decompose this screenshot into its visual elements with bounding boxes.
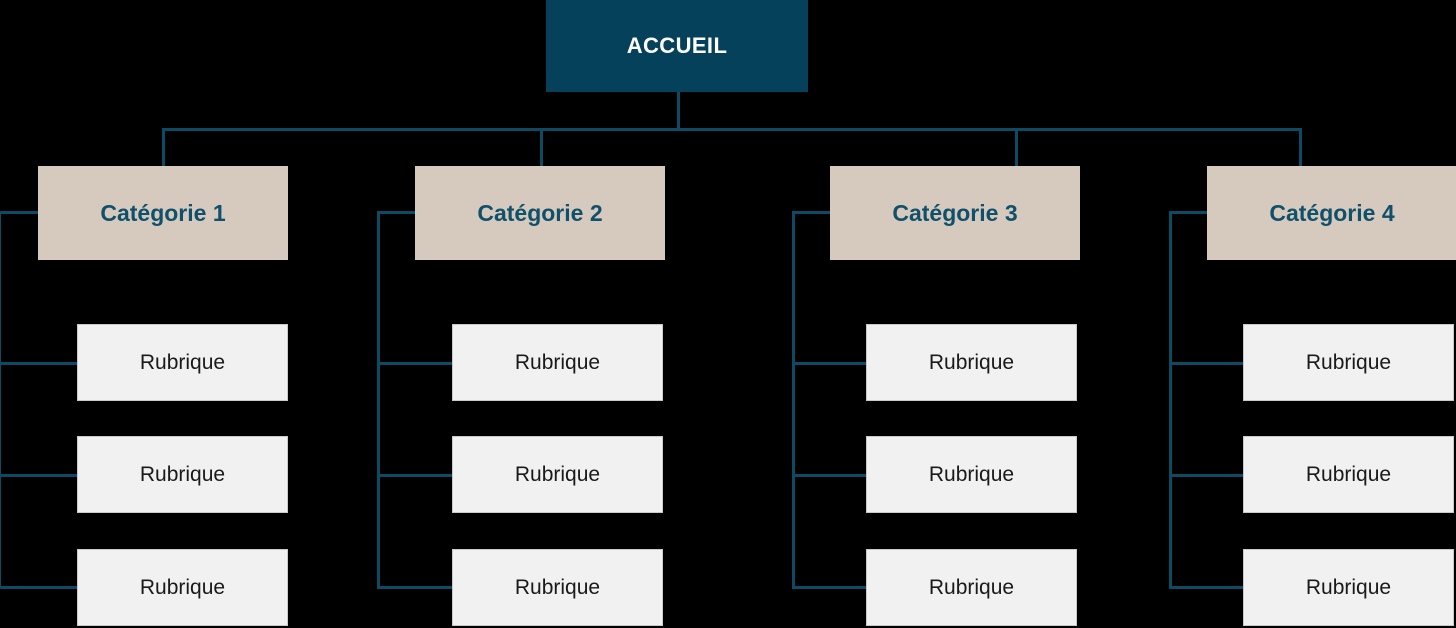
topic-branch-2-2 bbox=[377, 474, 455, 477]
topic-label-3-3: Rubrique bbox=[928, 575, 1015, 599]
category-drop-line-2 bbox=[540, 128, 543, 166]
topic-branch-1-1 bbox=[0, 362, 78, 365]
topic-label-1-3: Rubrique bbox=[139, 575, 226, 599]
topic-label-2-1: Rubrique bbox=[514, 350, 601, 374]
root-node-label: ACCUEIL bbox=[626, 33, 728, 58]
topic-node-1-3[interactable]: Rubrique bbox=[77, 549, 288, 626]
topic-node-4-1[interactable]: Rubrique bbox=[1243, 324, 1454, 401]
topic-label-3-2: Rubrique bbox=[928, 462, 1015, 486]
topic-branch-3-3 bbox=[792, 586, 870, 589]
topic-label-4-1: Rubrique bbox=[1305, 350, 1392, 374]
topic-branch-2-3 bbox=[377, 586, 455, 589]
topic-node-4-3[interactable]: Rubrique bbox=[1243, 549, 1454, 626]
topic-branch-2-1 bbox=[377, 362, 455, 365]
root-drop-line bbox=[677, 92, 680, 131]
topic-node-2-2[interactable]: Rubrique bbox=[452, 436, 663, 513]
category-stub-4 bbox=[1169, 211, 1209, 214]
category-node-3[interactable]: Catégorie 3 bbox=[830, 166, 1080, 260]
category-node-4[interactable]: Catégorie 4 bbox=[1207, 166, 1456, 260]
topic-node-2-3[interactable]: Rubrique bbox=[452, 549, 663, 626]
category-node-2[interactable]: Catégorie 2 bbox=[415, 166, 665, 260]
category-spine-2 bbox=[377, 211, 380, 589]
topic-node-3-3[interactable]: Rubrique bbox=[866, 549, 1077, 626]
topic-node-1-1[interactable]: Rubrique bbox=[77, 324, 288, 401]
topic-node-2-1[interactable]: Rubrique bbox=[452, 324, 663, 401]
topic-branch-4-1 bbox=[1169, 362, 1246, 365]
category-node-1[interactable]: Catégorie 1 bbox=[38, 166, 288, 260]
topic-label-4-3: Rubrique bbox=[1305, 575, 1392, 599]
category-stub-1 bbox=[0, 211, 40, 214]
topic-label-2-2: Rubrique bbox=[514, 462, 601, 486]
topic-label-4-2: Rubrique bbox=[1305, 462, 1392, 486]
topic-branch-1-3 bbox=[0, 586, 78, 589]
category-spine-1 bbox=[0, 211, 1, 589]
category-spine-3 bbox=[792, 211, 795, 589]
topic-label-1-2: Rubrique bbox=[139, 462, 226, 486]
category-label-1: Catégorie 1 bbox=[100, 199, 226, 226]
category-drop-line-3 bbox=[1015, 128, 1018, 166]
topic-branch-3-2 bbox=[792, 474, 870, 477]
topic-branch-3-1 bbox=[792, 362, 870, 365]
topic-branch-1-2 bbox=[0, 474, 78, 477]
root-node-accueil[interactable]: ACCUEIL bbox=[546, 0, 808, 92]
category-drop-line-1 bbox=[162, 128, 165, 166]
topic-branch-4-3 bbox=[1169, 586, 1246, 589]
topic-node-4-2[interactable]: Rubrique bbox=[1243, 436, 1454, 513]
category-drop-line-4 bbox=[1299, 128, 1302, 166]
category-label-3: Catégorie 3 bbox=[892, 199, 1018, 226]
topic-node-3-1[interactable]: Rubrique bbox=[866, 324, 1077, 401]
root-bus-line bbox=[162, 128, 1302, 131]
topic-branch-4-2 bbox=[1169, 474, 1246, 477]
topic-label-2-3: Rubrique bbox=[514, 575, 601, 599]
category-label-2: Catégorie 2 bbox=[477, 199, 603, 226]
topic-label-1-1: Rubrique bbox=[139, 350, 226, 374]
category-spine-4 bbox=[1169, 211, 1172, 589]
category-stub-3 bbox=[792, 211, 832, 214]
topic-node-1-2[interactable]: Rubrique bbox=[77, 436, 288, 513]
topic-label-3-1: Rubrique bbox=[928, 350, 1015, 374]
category-stub-2 bbox=[377, 211, 417, 214]
category-label-4: Catégorie 4 bbox=[1269, 199, 1395, 226]
topic-node-3-2[interactable]: Rubrique bbox=[866, 436, 1077, 513]
